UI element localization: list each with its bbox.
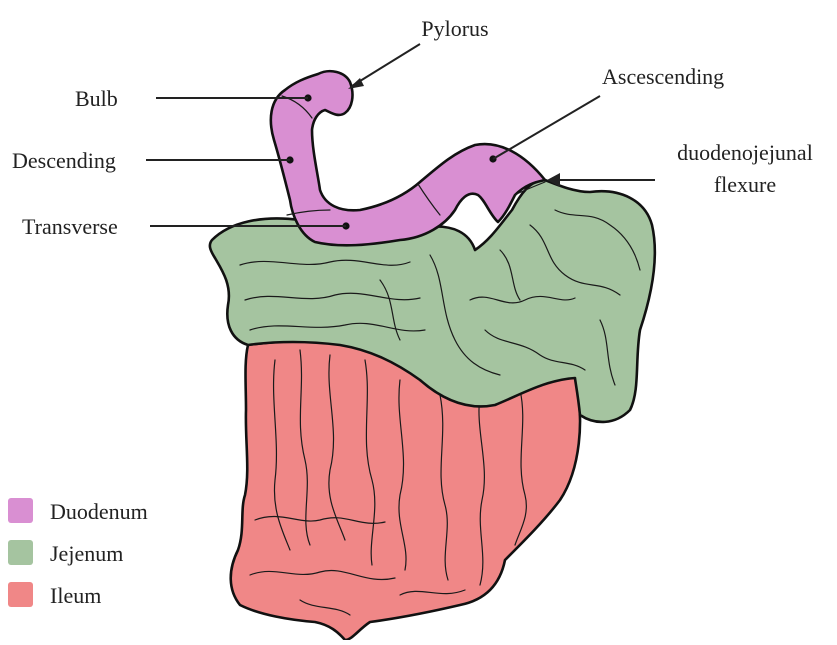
legend: Duodenum Jejenum Ileum bbox=[8, 498, 148, 608]
pylorus-leader bbox=[352, 44, 420, 86]
legend-swatch-duodenum bbox=[8, 498, 33, 523]
label-ascending: Ascescending bbox=[602, 64, 724, 89]
ascending-leader bbox=[493, 96, 600, 159]
legend-swatch-jejunum bbox=[8, 540, 33, 565]
legend-label-ileum: Ileum bbox=[50, 583, 101, 608]
label-dj-flexure-line1: duodenojejunal bbox=[677, 140, 813, 165]
label-dj-flexure-line2: flexure bbox=[714, 172, 776, 197]
legend-swatch-ileum bbox=[8, 582, 33, 607]
label-pylorus: Pylorus bbox=[421, 16, 488, 41]
label-transverse: Transverse bbox=[22, 214, 118, 239]
legend-label-jejunum: Jejenum bbox=[50, 541, 123, 566]
label-bulb: Bulb bbox=[75, 86, 118, 111]
label-descending: Descending bbox=[12, 148, 116, 173]
legend-label-duodenum: Duodenum bbox=[50, 499, 148, 524]
